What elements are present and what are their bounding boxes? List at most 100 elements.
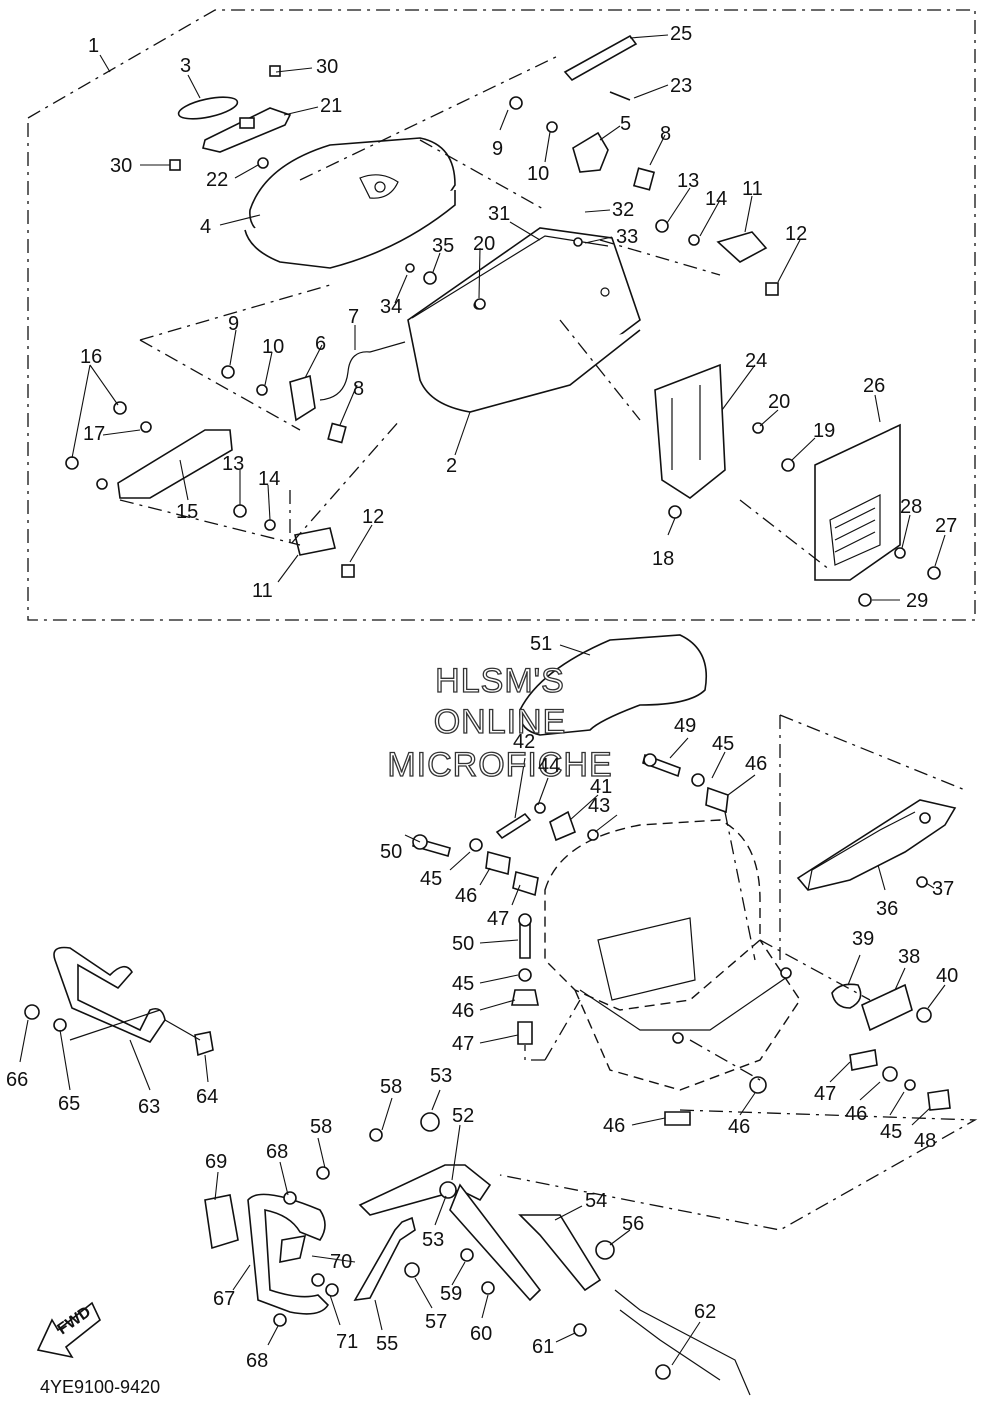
callout: 46 xyxy=(845,1103,867,1125)
callout: 51 xyxy=(530,633,552,655)
callout: 70 xyxy=(330,1251,352,1273)
callout: 44 xyxy=(538,755,560,777)
watermark-line-1: HLSM'S xyxy=(435,662,565,700)
callout: 56 xyxy=(622,1213,644,1235)
callout: 62 xyxy=(694,1301,716,1323)
phantom-saddlebag xyxy=(544,819,801,1091)
callout: 37 xyxy=(932,878,954,900)
support-brackets xyxy=(204,1112,751,1396)
saddlebag-lid xyxy=(244,137,456,269)
callout: 9 xyxy=(228,313,239,335)
callout: 16 xyxy=(80,346,102,368)
callout: 39 xyxy=(852,928,874,950)
callout: 10 xyxy=(262,336,284,358)
callout: 45 xyxy=(452,973,474,995)
callout: 29 xyxy=(906,590,928,612)
callout: 50 xyxy=(452,933,474,955)
callout: 47 xyxy=(487,908,509,930)
callout: 66 xyxy=(6,1069,28,1091)
callout: 14 xyxy=(705,188,727,210)
callout: 15 xyxy=(176,501,198,523)
callout: 3 xyxy=(180,55,191,77)
callout: 30 xyxy=(316,56,338,78)
callout: 25 xyxy=(670,23,692,45)
fwd-arrow-icon: FWD xyxy=(36,1301,101,1359)
callout: 26 xyxy=(863,375,885,397)
callout: 47 xyxy=(814,1083,836,1105)
callout: 14 xyxy=(258,468,280,490)
callout: 36 xyxy=(876,898,898,920)
callout: 27 xyxy=(935,515,957,537)
callout: 19 xyxy=(813,420,835,442)
callout: 35 xyxy=(432,235,454,257)
callout: 41 xyxy=(590,776,612,798)
callout: 68 xyxy=(266,1141,288,1163)
callout: 46 xyxy=(745,753,767,775)
callout-numbers: 1 2 3 4 5 6 7 8 8 9 9 10 10 11 11 12 12 … xyxy=(6,23,958,1372)
callout: 23 xyxy=(670,75,692,97)
callout: 11 xyxy=(252,580,273,602)
callout: 69 xyxy=(205,1151,227,1173)
leader-lines xyxy=(19,34,946,1366)
callout: 45 xyxy=(420,868,442,890)
emblem-parts xyxy=(169,65,292,171)
callout: 46 xyxy=(603,1115,625,1137)
drawing-code: 4YE9100-9420 xyxy=(40,1377,160,1397)
callout: 31 xyxy=(488,203,510,225)
callout: 2 xyxy=(446,455,457,477)
lower-hardware xyxy=(412,753,951,1126)
callout: 24 xyxy=(745,350,767,372)
watermark-line-3: MICROFICHE xyxy=(387,746,612,784)
callout: 6 xyxy=(315,333,326,355)
callout: 43 xyxy=(588,795,610,817)
callout: 11 xyxy=(742,178,763,200)
callout: 13 xyxy=(222,453,244,475)
callout: 30 xyxy=(110,155,132,177)
upper-alignment-lines xyxy=(119,54,831,571)
callout: 34 xyxy=(380,296,402,318)
callout: 1 xyxy=(88,35,99,57)
watermark-line-2: ONLINE xyxy=(434,703,567,741)
callout: 68 xyxy=(246,1350,268,1372)
callout: 12 xyxy=(785,223,807,245)
callout: 54 xyxy=(585,1190,607,1212)
callout: 53 xyxy=(430,1065,452,1087)
callout: 46 xyxy=(455,885,477,907)
callout: 63 xyxy=(138,1096,160,1118)
callout: 71 xyxy=(336,1331,358,1353)
callout: 13 xyxy=(677,170,699,192)
upper-hardware xyxy=(65,34,941,607)
callout: 57 xyxy=(425,1311,447,1333)
callout: 58 xyxy=(310,1116,332,1138)
callout: 50 xyxy=(380,841,402,863)
callout: 20 xyxy=(768,391,790,413)
callout: 52 xyxy=(452,1105,474,1127)
grab-rail xyxy=(24,946,214,1057)
callout: 4 xyxy=(200,216,211,238)
lock-parts xyxy=(289,131,656,444)
callout: 8 xyxy=(353,378,364,400)
assembly-boundary xyxy=(27,9,976,621)
callout: 8 xyxy=(660,123,671,145)
callout: 32 xyxy=(612,199,634,221)
callout: 67 xyxy=(213,1288,235,1310)
callout: 48 xyxy=(914,1130,936,1152)
callout: 53 xyxy=(422,1229,444,1251)
callout: 58 xyxy=(380,1076,402,1098)
callout: 20 xyxy=(473,233,495,255)
callout: 9 xyxy=(492,138,503,160)
callout: 17 xyxy=(83,423,105,445)
callout: 65 xyxy=(58,1093,80,1115)
callout: 7 xyxy=(348,306,359,328)
callout: 40 xyxy=(936,965,958,987)
callout: 46 xyxy=(728,1116,750,1138)
callout: 45 xyxy=(712,733,734,755)
hinge-parts xyxy=(117,231,779,578)
callout: 59 xyxy=(440,1283,462,1305)
callout: 47 xyxy=(452,1033,474,1055)
callout: 38 xyxy=(898,946,920,968)
callout: 28 xyxy=(900,496,922,518)
callout: 46 xyxy=(452,1000,474,1022)
callout: 64 xyxy=(196,1086,218,1108)
